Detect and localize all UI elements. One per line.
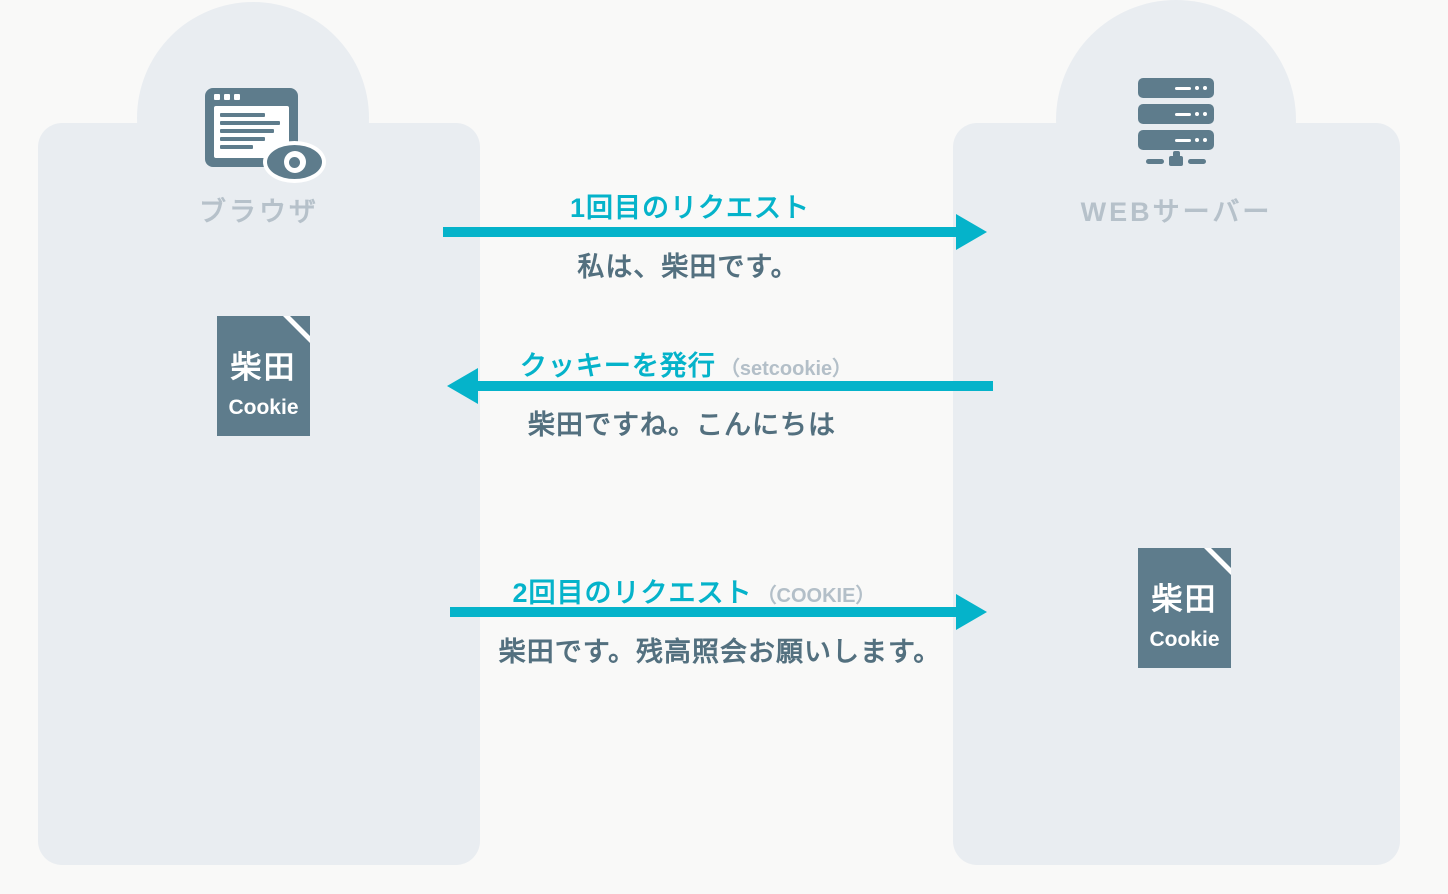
window-buttons [214, 94, 240, 100]
server-cookie-file: 柴田 Cookie [1138, 548, 1231, 668]
document-icon [217, 316, 310, 436]
browser-window-eye-icon [205, 88, 322, 179]
server-unit [1138, 130, 1214, 150]
cookie-file-caption: Cookie [1149, 628, 1220, 651]
flow-1-message: 私は、柴田です。 [577, 252, 799, 282]
flow-3-label-text: 2回目のリクエスト [512, 578, 753, 608]
server-panel: WEBサーバー [953, 0, 1400, 865]
flow-2-arrowhead-left-icon [447, 368, 478, 404]
server-connector [1138, 151, 1214, 166]
flow-2-label-suffix: （setcookie） [719, 358, 853, 380]
server-unit [1138, 104, 1214, 124]
flow-2-message: 柴田ですね。こんにちは [528, 410, 836, 440]
browser-window [205, 88, 322, 179]
browser-label: ブラウザ [199, 197, 319, 227]
server-label: WEBサーバー [1080, 197, 1273, 227]
document-icon [1138, 548, 1231, 668]
server-stack-icon [1138, 78, 1214, 166]
cookie-file-caption: Cookie [228, 396, 299, 419]
flow-1-label-text: 1回目のリクエスト [569, 193, 811, 223]
browser-cookie-file: 柴田 Cookie [217, 316, 310, 436]
flow-1-arrowhead-right-icon [956, 214, 987, 250]
flow-3-label-suffix: （COOKIE） [756, 585, 876, 607]
server-unit [1138, 78, 1214, 98]
cookie-file-title: 柴田 [230, 350, 297, 385]
flow-1-arrow-shaft [443, 227, 957, 237]
flow-3-arrow-shaft [450, 607, 958, 617]
flow-3-arrowhead-right-icon [956, 594, 987, 630]
browser-panel: ブラウザ [38, 2, 480, 865]
flow-3-label: 2回目のリクエスト（COOKIE） [513, 571, 876, 610]
flow-1-label: 1回目のリクエスト [570, 186, 810, 225]
flow-2-label: クッキーを発行（setcookie） [520, 344, 852, 383]
eye-icon [267, 145, 322, 179]
cookie-file-title: 柴田 [1151, 582, 1218, 617]
window-content-lines [214, 106, 289, 158]
flow-2-label-text: クッキーを発行 [519, 351, 716, 381]
flow-2-arrow-shaft [477, 381, 993, 391]
flow-3-message: 柴田です。残高照会お願いします。 [498, 637, 942, 667]
